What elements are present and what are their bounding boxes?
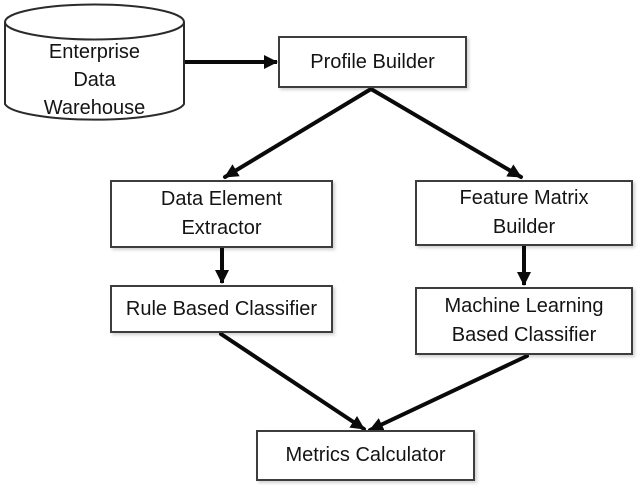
node-metrics-calculator: Metrics Calculator	[256, 430, 475, 481]
arrow-profile-builder-to-feature-matrix-builder	[369, 87, 523, 179]
node-data-element-extractor: Data Element Extractor	[110, 180, 333, 248]
node-feature-matrix-builder: Feature Matrix Builder	[415, 180, 633, 246]
node-rule-based-classifier: Rule Based Classifier	[110, 285, 333, 333]
database-cylinder-shape	[4, 3, 185, 121]
node-enterprise-data-warehouse: Enterprise Data Warehouse	[43, 41, 146, 119]
arrow-rule-based-classifier-to-metrics-calculator	[219, 332, 366, 431]
arrow-ml-classifier-to-metrics-calculator	[368, 354, 529, 432]
node-machine-learning-based-classifier: Machine Learning Based Classifier	[415, 287, 633, 355]
arrow-profile-builder-to-data-element-extractor	[223, 87, 373, 179]
node-profile-builder: Profile Builder	[278, 36, 467, 88]
